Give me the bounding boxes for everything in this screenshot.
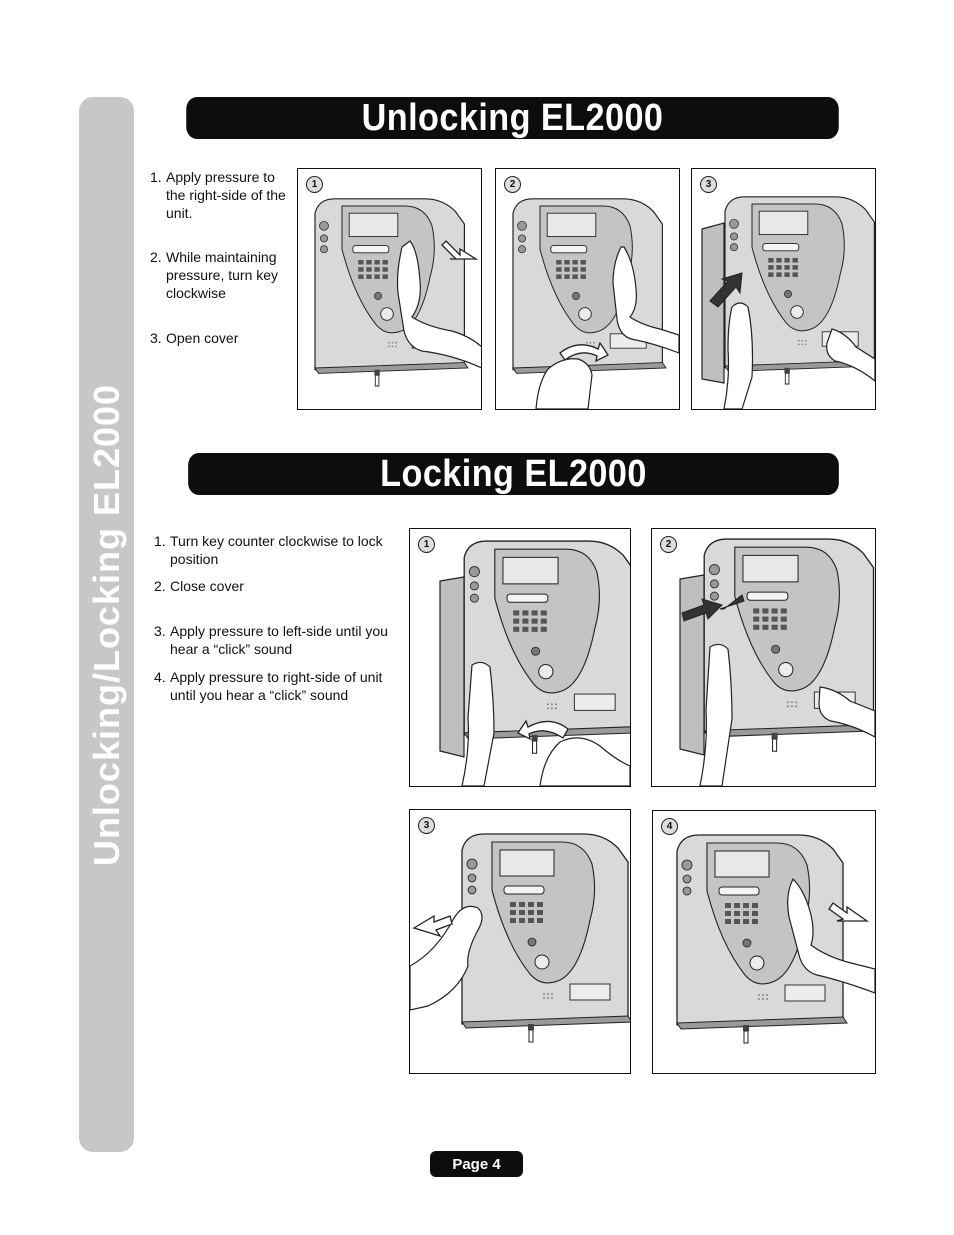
device-illustration [676,834,875,1044]
hand-illustration [826,328,875,382]
step-text: Turn key counter clockwise to lock posit… [170,533,383,567]
step-badge: 1 [306,176,323,193]
push-arrow-icon [412,914,453,938]
step-badge: 2 [504,176,521,193]
device-illustration [701,196,875,409]
unlock-panel-2: 2 [495,168,680,410]
step-text: Apply pressure to left-side until you he… [170,623,388,657]
lock-panel-1: 1 [409,528,631,787]
step-number: 3. [154,623,166,639]
unlocking-title: Unlocking EL2000 [361,96,664,139]
hand-illustration [787,877,875,994]
hand-illustration [612,246,679,354]
side-tab: Unlocking/Locking EL2000 [79,97,134,1152]
unlocking-banner: Unlocking EL2000 [186,97,839,139]
rotate-arrow-icon [517,719,569,741]
step-number: 2. [150,249,162,265]
hand-illustration [699,643,733,786]
step-badge: 3 [418,817,435,834]
unlocking-steps: 1. Apply pressure to the right-side of t… [150,168,292,347]
step-text: Apply pressure to the right-side of the … [166,169,286,221]
unlock-panel-3: 3 [691,168,876,410]
push-arrow-icon [681,594,745,622]
list-item: 2. Close cover [154,577,394,595]
device-illustration [410,833,630,1043]
hand-illustration [723,302,754,409]
step-badge: 4 [661,818,678,835]
push-arrow-icon [709,272,743,308]
hand-illustration [396,240,481,369]
step-number: 4. [154,669,166,685]
rotate-arrow-icon [559,341,609,363]
step-text: Apply pressure to right-side of unit unt… [170,669,383,703]
locking-steps: 1. Turn key counter clockwise to lock po… [154,532,394,704]
list-item: 4. Apply pressure to right-side of unit … [154,668,394,704]
push-arrow-icon [441,240,479,260]
step-text: Open cover [166,330,239,346]
hand-illustration [410,905,483,1011]
list-item: 2. While maintaining pressure, turn key … [150,248,292,302]
side-title: Unlocking/Locking EL2000 [85,383,127,866]
push-arrow-icon [828,902,870,922]
hand-illustration [539,737,630,786]
unlock-panel-1: 1 [297,168,482,410]
list-item: 1. Apply pressure to the right-side of t… [150,168,292,222]
step-number: 3. [150,330,162,346]
step-number: 2. [154,578,166,594]
step-badge: 2 [660,536,677,553]
hand-illustration [818,686,875,738]
step-text: Close cover [170,578,244,594]
step-badge: 3 [700,176,717,193]
device-illustration [439,540,630,786]
hand-illustration [461,661,495,786]
list-item: 3. Apply pressure to left-side until you… [154,622,394,658]
step-number: 1. [150,169,162,185]
lock-panel-4: 4 [652,810,876,1074]
device-illustration [679,538,875,786]
device-illustration [512,198,679,409]
list-item: 1. Turn key counter clockwise to lock po… [154,532,394,568]
lock-panel-3: 3 [409,809,631,1074]
page-number-label: Page 4 [430,1151,523,1177]
device-illustration [314,198,481,387]
step-badge: 1 [418,536,435,553]
lock-panel-2: 2 [651,528,876,787]
step-text: While maintaining pressure, turn key clo… [166,249,279,301]
locking-title: Locking EL2000 [380,452,647,495]
list-item: 3. Open cover [150,329,292,347]
step-number: 1. [154,533,166,549]
locking-banner: Locking EL2000 [188,453,839,495]
